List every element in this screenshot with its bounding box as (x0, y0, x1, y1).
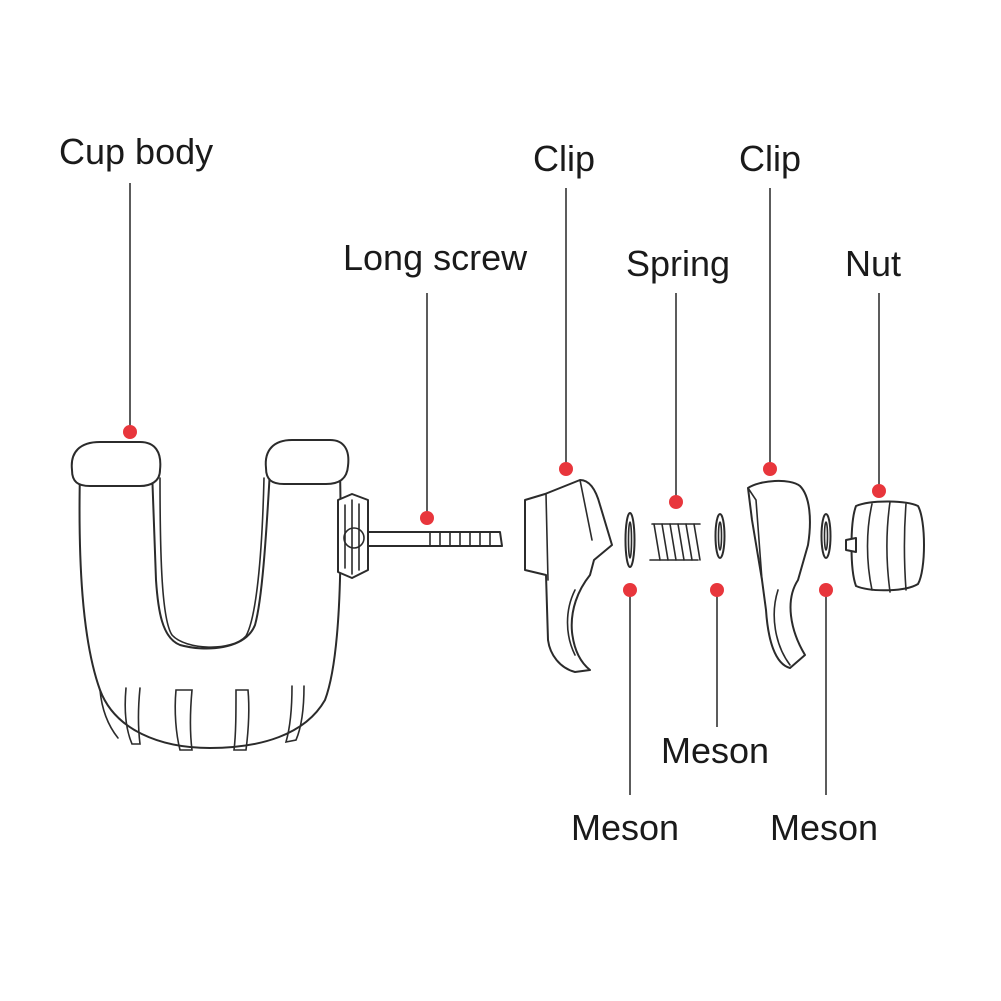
label-long-screw: Long screw (343, 237, 528, 278)
label-cup-body: Cup body (59, 131, 214, 172)
marker-dot (710, 583, 724, 597)
marker-dot (420, 511, 434, 525)
meson-right-drawing (820, 513, 832, 559)
spring-drawing (649, 523, 701, 561)
meson-middle-drawing (714, 513, 726, 559)
label-clip-right: Clip (739, 138, 802, 179)
marker-dots (123, 425, 886, 597)
marker-dot (763, 462, 777, 476)
label-meson-right: Meson (770, 807, 879, 848)
marker-dot (623, 583, 637, 597)
label-clip-left: Clip (533, 138, 596, 179)
marker-dot (123, 425, 137, 439)
marker-dot (559, 462, 573, 476)
meson-left-drawing (624, 512, 636, 568)
label-nut: Nut (845, 243, 902, 284)
marker-dot (819, 583, 833, 597)
label-spring: Spring (626, 243, 731, 284)
leader-lines (129, 183, 880, 795)
label-meson-left: Meson (571, 807, 680, 848)
clip-right-drawing (747, 480, 811, 669)
nut-drawing (845, 500, 925, 593)
label-meson-middle: Meson (661, 730, 770, 771)
clip-left-drawing (524, 479, 613, 673)
marker-dot (872, 484, 886, 498)
long-screw-drawing (367, 531, 503, 547)
cup-body-drawing (70, 439, 369, 751)
marker-dot (669, 495, 683, 509)
